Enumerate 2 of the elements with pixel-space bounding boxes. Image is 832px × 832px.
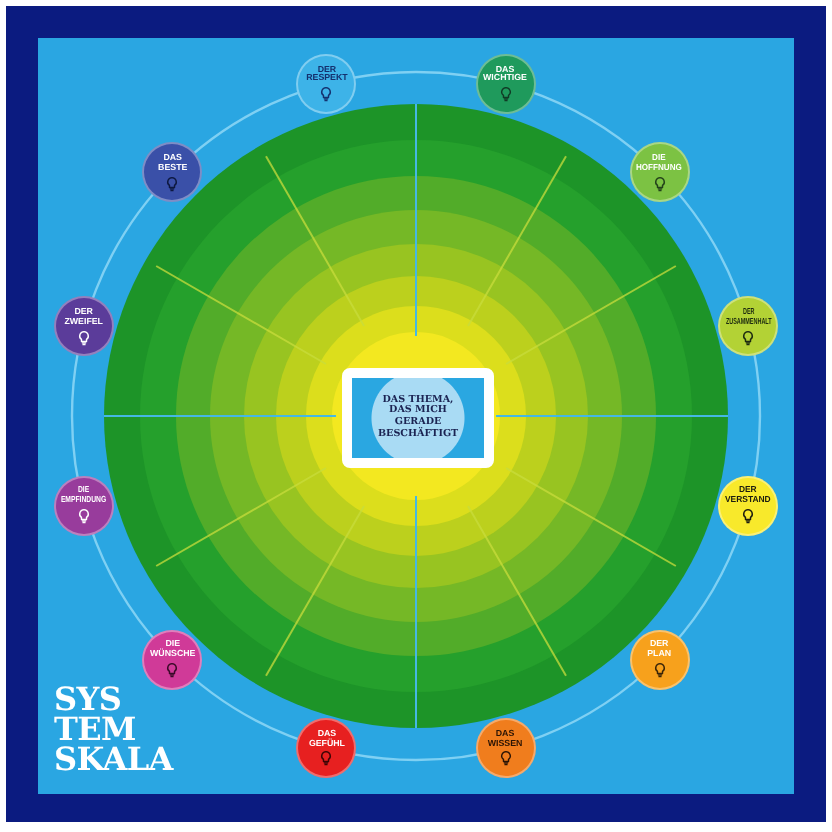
title: SYS TEM SKALA <box>54 684 173 774</box>
topic-card <box>342 368 494 468</box>
